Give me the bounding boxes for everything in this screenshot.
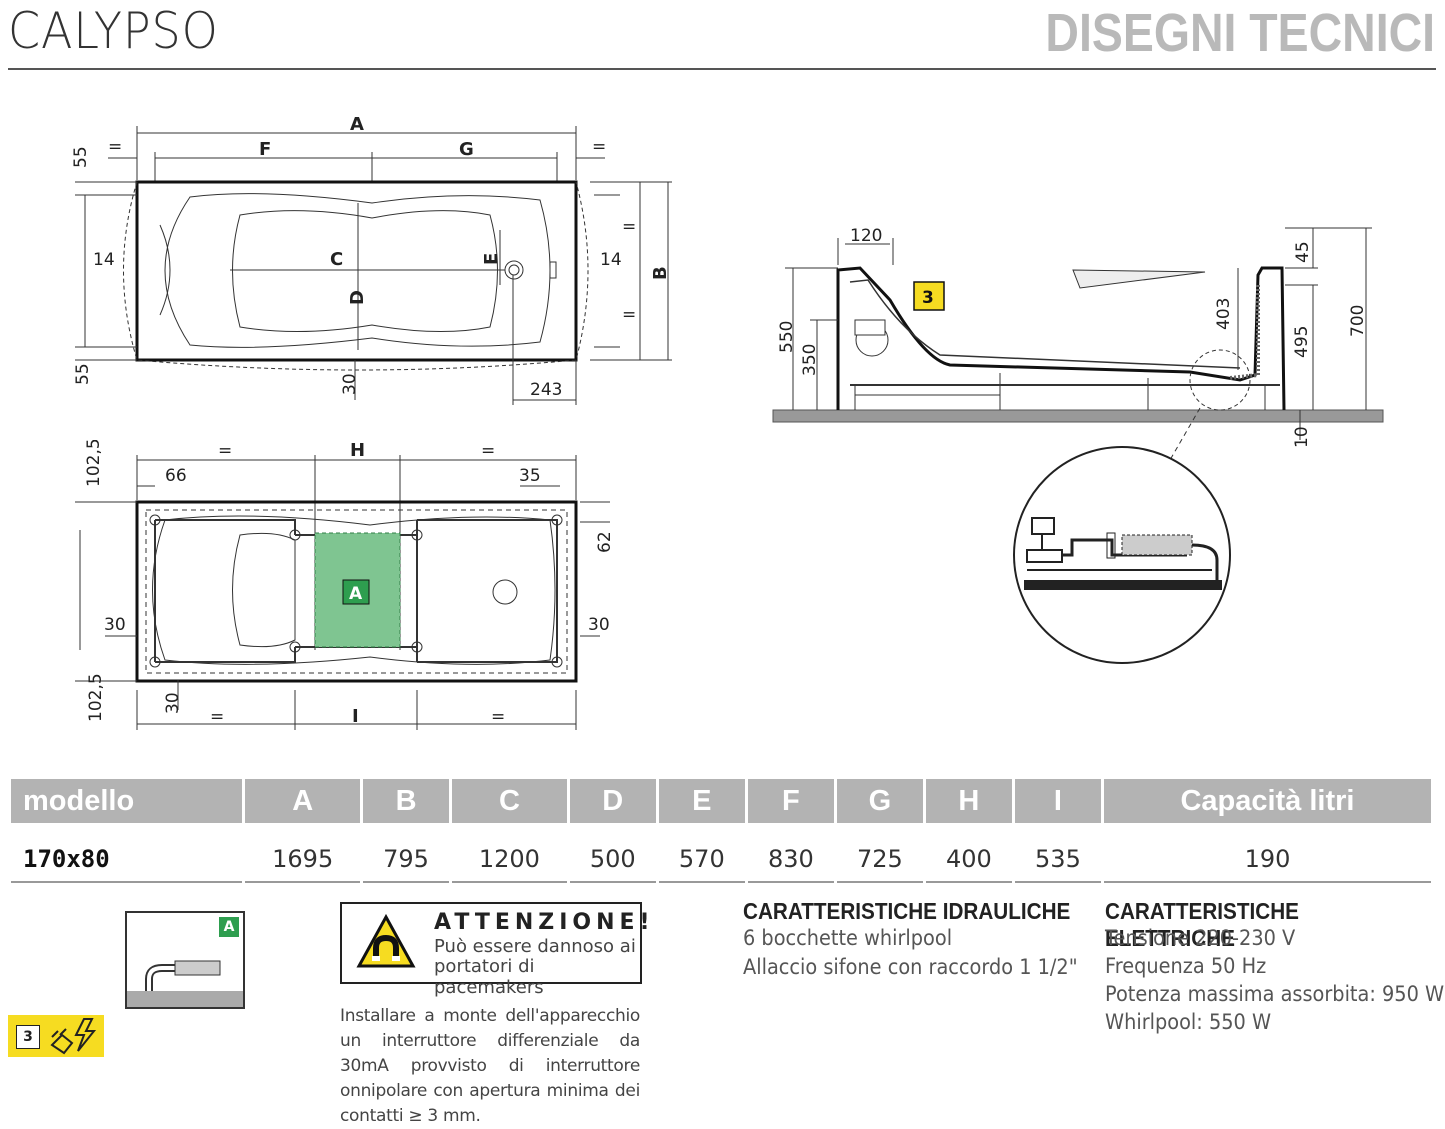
drain-pipe-icon	[127, 960, 243, 1007]
drain-detail-drawing	[1013, 446, 1231, 664]
dim-14-right: 14	[600, 250, 622, 270]
plug-lightning-icon	[50, 1018, 97, 1055]
col-header-B: B	[363, 779, 450, 823]
col-header-F: F	[747, 779, 834, 823]
cell-modello: 170x80	[11, 837, 243, 883]
dim-55-bottom: 55	[73, 363, 93, 385]
col-header-D: D	[569, 779, 656, 823]
equal-h-left: =	[218, 441, 232, 461]
equal-b-top: =	[622, 217, 636, 237]
motor-callout: 3	[922, 288, 934, 308]
col-header-C: C	[452, 779, 567, 823]
dim-350: 350	[800, 344, 820, 376]
dim-14-left: 14	[93, 250, 115, 270]
col-header-modello: modello	[11, 779, 243, 823]
dim-495: 495	[1292, 326, 1312, 358]
cell-E: 570	[658, 837, 745, 883]
warning-title: ATTENZIONE!	[434, 910, 655, 935]
cell-B: 795	[363, 837, 450, 883]
dim-45: 45	[1293, 241, 1313, 263]
dim-403: 403	[1214, 298, 1234, 330]
cell-D: 500	[569, 837, 656, 883]
side-section-drawing: 3 120 550 350 403 45 495 700 10	[772, 226, 1384, 461]
electrical-badge: 3	[8, 1015, 104, 1057]
dim-10: 10	[1292, 426, 1312, 448]
label-B: B	[650, 266, 671, 280]
equal-i-right: =	[491, 707, 505, 727]
dim-30-foot: 30	[163, 692, 183, 714]
label-I: I	[352, 706, 359, 727]
spec-table: modello A B C D E F G H I Capacità litri…	[8, 779, 1434, 883]
dim-550: 550	[777, 321, 797, 353]
equal-h-right: =	[481, 441, 495, 461]
label-E: E	[481, 253, 502, 265]
col-header-I: I	[1014, 779, 1101, 823]
dim-102-top: 102,5	[84, 440, 104, 487]
label-D: D	[347, 290, 368, 305]
dim-62: 62	[595, 531, 615, 553]
col-header-A: A	[245, 779, 361, 823]
dim-30: 30	[340, 373, 360, 395]
cell-I: 535	[1014, 837, 1101, 883]
equal-b-bottom: =	[622, 305, 636, 325]
equal-right: =	[592, 137, 606, 157]
pacemaker-warning: ATTENZIONE! Può essere dannoso ai portat…	[340, 902, 650, 998]
hydraulic-line-2: Allaccio sifone con raccordo 1 1/2"	[743, 955, 1078, 979]
magnet-warning-icon	[356, 914, 416, 968]
table-row: 170x80 1695 795 1200 500 570 830 725 400…	[11, 837, 1431, 883]
top-view-drawing: A F G C D E B = = = = 55 55 14 14 30 243	[71, 114, 672, 405]
brand-title: CALYPSO	[8, 2, 219, 60]
equal-i-left: =	[210, 707, 224, 727]
frame-view-drawing: A H I = = = = 102,5 102,5 66 35 62 30 30…	[75, 440, 615, 730]
area-a-badge: A	[219, 917, 239, 937]
electrical-line-3: Potenza massima assorbita: 950 W	[1105, 982, 1445, 1006]
dim-30-left: 30	[104, 615, 126, 635]
cell-G: 725	[836, 837, 923, 883]
col-header-H: H	[925, 779, 1012, 823]
drain-connection-icon: A	[125, 911, 245, 1009]
label-A: A	[350, 114, 364, 135]
cell-H: 400	[925, 837, 1012, 883]
electrical-line-2: Frequenza 50 Hz	[1105, 954, 1267, 978]
section-title: DISEGNI TECNICI	[1045, 3, 1435, 63]
electrical-line-1: Tensione 220-230 V	[1105, 926, 1296, 950]
warning-line-1: Può essere dannoso ai	[434, 936, 636, 957]
electrical-title: CARATTERISTICHE ELETTRICHE	[1105, 898, 1299, 951]
dim-66: 66	[165, 466, 187, 486]
label-H: H	[350, 440, 365, 461]
label-C: C	[330, 249, 343, 270]
col-header-capacita: Capacità litri	[1103, 779, 1431, 823]
cell-A: 1695	[245, 837, 361, 883]
hydraulic-title: CARATTERISTICHE IDRAULICHE	[743, 898, 1071, 924]
label-G: G	[459, 139, 474, 160]
col-header-E: E	[658, 779, 745, 823]
cell-C: 1200	[452, 837, 567, 883]
area-a-label: A	[349, 584, 363, 604]
cell-capacita: 190	[1103, 837, 1431, 883]
header-divider	[8, 68, 1436, 70]
dim-243: 243	[530, 380, 562, 400]
col-header-G: G	[836, 779, 923, 823]
equal-left: =	[108, 137, 122, 157]
dim-102-bottom: 102,5	[86, 673, 106, 722]
warning-line-2: portatori di pacemakers	[434, 956, 544, 998]
electrical-line-4: Whirlpool: 550 W	[1105, 1010, 1272, 1034]
label-F: F	[259, 139, 271, 160]
dim-55-top: 55	[71, 146, 91, 168]
dim-700: 700	[1348, 305, 1368, 337]
dim-30-right: 30	[588, 615, 610, 635]
dim-35: 35	[519, 466, 541, 486]
installation-note: Installare a monte dell'apparecchio un i…	[340, 1006, 640, 1126]
electrical-badge-number: 3	[16, 1025, 40, 1049]
dim-120: 120	[850, 226, 882, 246]
cell-F: 830	[747, 837, 834, 883]
hydraulic-line-1: 6 bocchette whirlpool	[743, 926, 953, 950]
